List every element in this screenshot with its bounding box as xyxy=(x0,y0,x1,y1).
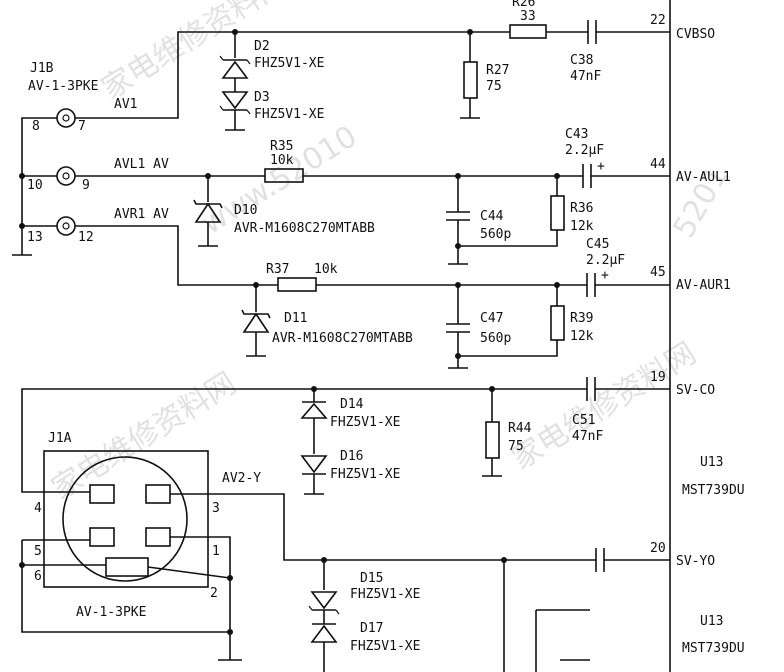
net-label: AV1 xyxy=(114,97,137,112)
net-label: AVL1 AV xyxy=(114,157,169,172)
pin-label: AV-AUR1 xyxy=(676,278,731,293)
pin-label: 8 xyxy=(32,119,40,134)
pin-label: 9 xyxy=(82,178,90,193)
watermark-text: 家电维修资料网 xyxy=(46,366,243,507)
r37-name: R37 xyxy=(266,262,289,277)
d11-part: AVR-M1608C270MTABB xyxy=(272,331,413,346)
pin-label: 13 xyxy=(27,230,43,245)
d15-name: D15 xyxy=(360,571,383,586)
r27-value: 75 xyxy=(486,79,502,94)
j1b-part: AV-1-3PKE xyxy=(28,79,98,94)
c51-value: 47nF xyxy=(572,429,603,444)
d2-part: FHZ5V1-XE xyxy=(254,56,324,71)
u13-chip-name: MST739DU xyxy=(682,483,745,498)
r39-value: 12k xyxy=(570,329,594,344)
pin-label: 2 xyxy=(210,586,218,601)
sv-y-net: AV2-Y D15 FHZ5V1-XE D17 FHZ5V1-XE 20 SV-… xyxy=(170,471,715,672)
d3-name: D3 xyxy=(254,90,270,105)
pin-label: 12 xyxy=(78,230,94,245)
r44-value: 75 xyxy=(508,439,524,454)
r37-value: 10k xyxy=(314,262,338,277)
c45-value: 2.2μF xyxy=(586,253,625,268)
avr1-net: AVR1 AV D11 AVR-M1608C270MTABB R37 10k C… xyxy=(75,207,731,369)
pin-number: 22 xyxy=(650,13,666,28)
pin-label: 7 xyxy=(78,119,86,134)
d17-part: FHZ5V1-XE xyxy=(350,639,420,654)
c51-name: C51 xyxy=(572,413,595,428)
c45-pol: + xyxy=(601,268,609,283)
c43-name: C43 xyxy=(565,127,588,142)
u13-chip: U13 MST739DU U13 MST739DU xyxy=(669,0,745,672)
r35-value: 10k xyxy=(270,153,294,168)
pin-label: SV-YO xyxy=(676,554,715,569)
r35-name: R35 xyxy=(270,139,293,154)
pin-label: SV-CO xyxy=(676,383,715,398)
c47-value: 560p xyxy=(480,331,511,346)
u13-chip-name: MST739DU xyxy=(682,641,745,656)
sv-c-net: D14 FHZ5V1-XE D16 FHZ5V1-XE R44 75 C51 4… xyxy=(21,370,715,495)
c44-name: C44 xyxy=(480,209,504,224)
av1-net: AV1 R26 33 C38 47nF 22 CVBSO R27 75 xyxy=(75,0,715,131)
c43-value: 2.2μF xyxy=(565,143,604,158)
pin-label: 4 xyxy=(34,501,42,516)
pin-number: 44 xyxy=(650,157,666,172)
r27-name: R27 xyxy=(486,63,509,78)
net-label: AVR1 AV xyxy=(114,207,169,222)
pin-label: 6 xyxy=(34,569,42,584)
j1a-connector: J1A AV-1-3PKE 4 3 5 1 6 2 xyxy=(19,431,242,661)
d11-name: D11 xyxy=(284,311,307,326)
pin-number: 20 xyxy=(650,541,666,556)
d10-part: AVR-M1608C270MTABB xyxy=(234,221,375,236)
pin-label: 3 xyxy=(212,501,220,516)
c47-name: C47 xyxy=(480,311,503,326)
c45-name: C45 xyxy=(586,237,609,252)
pin-label: CVBSO xyxy=(676,27,715,42)
d17-name: D17 xyxy=(360,621,383,636)
d16-part: FHZ5V1-XE xyxy=(330,467,400,482)
j1a-name: J1A xyxy=(48,431,72,446)
watermark: 家电维修资料网 www.52010 家电维修资料网 家电维修资料网 5201 xyxy=(46,0,735,507)
pin-label: 5 xyxy=(34,544,42,559)
r36-value: 12k xyxy=(570,219,594,234)
j1b-name: J1B xyxy=(30,61,54,76)
d3-part: FHZ5V1-XE xyxy=(254,107,324,122)
pin-label: 10 xyxy=(27,178,43,193)
net-label: AV2-Y xyxy=(222,471,261,486)
c38-name: C38 xyxy=(570,53,593,68)
r39-name: R39 xyxy=(570,311,593,326)
c43-pol: + xyxy=(597,159,605,174)
u13-ref: U13 xyxy=(700,455,723,470)
c38-value: 47nF xyxy=(570,69,601,84)
d14-name: D14 xyxy=(340,397,364,412)
u13-ref: U13 xyxy=(700,614,723,629)
d16-name: D16 xyxy=(340,449,363,464)
pin-label: AV-AUL1 xyxy=(676,170,731,185)
pin-label: 1 xyxy=(212,544,220,559)
d14-part: FHZ5V1-XE xyxy=(330,415,400,430)
watermark-text: 家电维修资料网 xyxy=(506,336,703,477)
r36-name: R36 xyxy=(570,201,593,216)
c44-value: 560p xyxy=(480,227,511,242)
pin-number: 19 xyxy=(650,370,666,385)
r26-name: R26 xyxy=(512,0,535,10)
j1a-part: AV-1-3PKE xyxy=(76,605,146,620)
pin-number: 45 xyxy=(650,265,666,280)
r26-value: 33 xyxy=(520,9,536,24)
avl1-net: AVL1 AV D10 AVR-M1608C270MTABB R35 10k C… xyxy=(75,127,731,265)
d15-part: FHZ5V1-XE xyxy=(350,587,420,602)
d2-name: D2 xyxy=(254,39,270,54)
d10-name: D10 xyxy=(234,203,257,218)
r44-name: R44 xyxy=(508,421,532,436)
